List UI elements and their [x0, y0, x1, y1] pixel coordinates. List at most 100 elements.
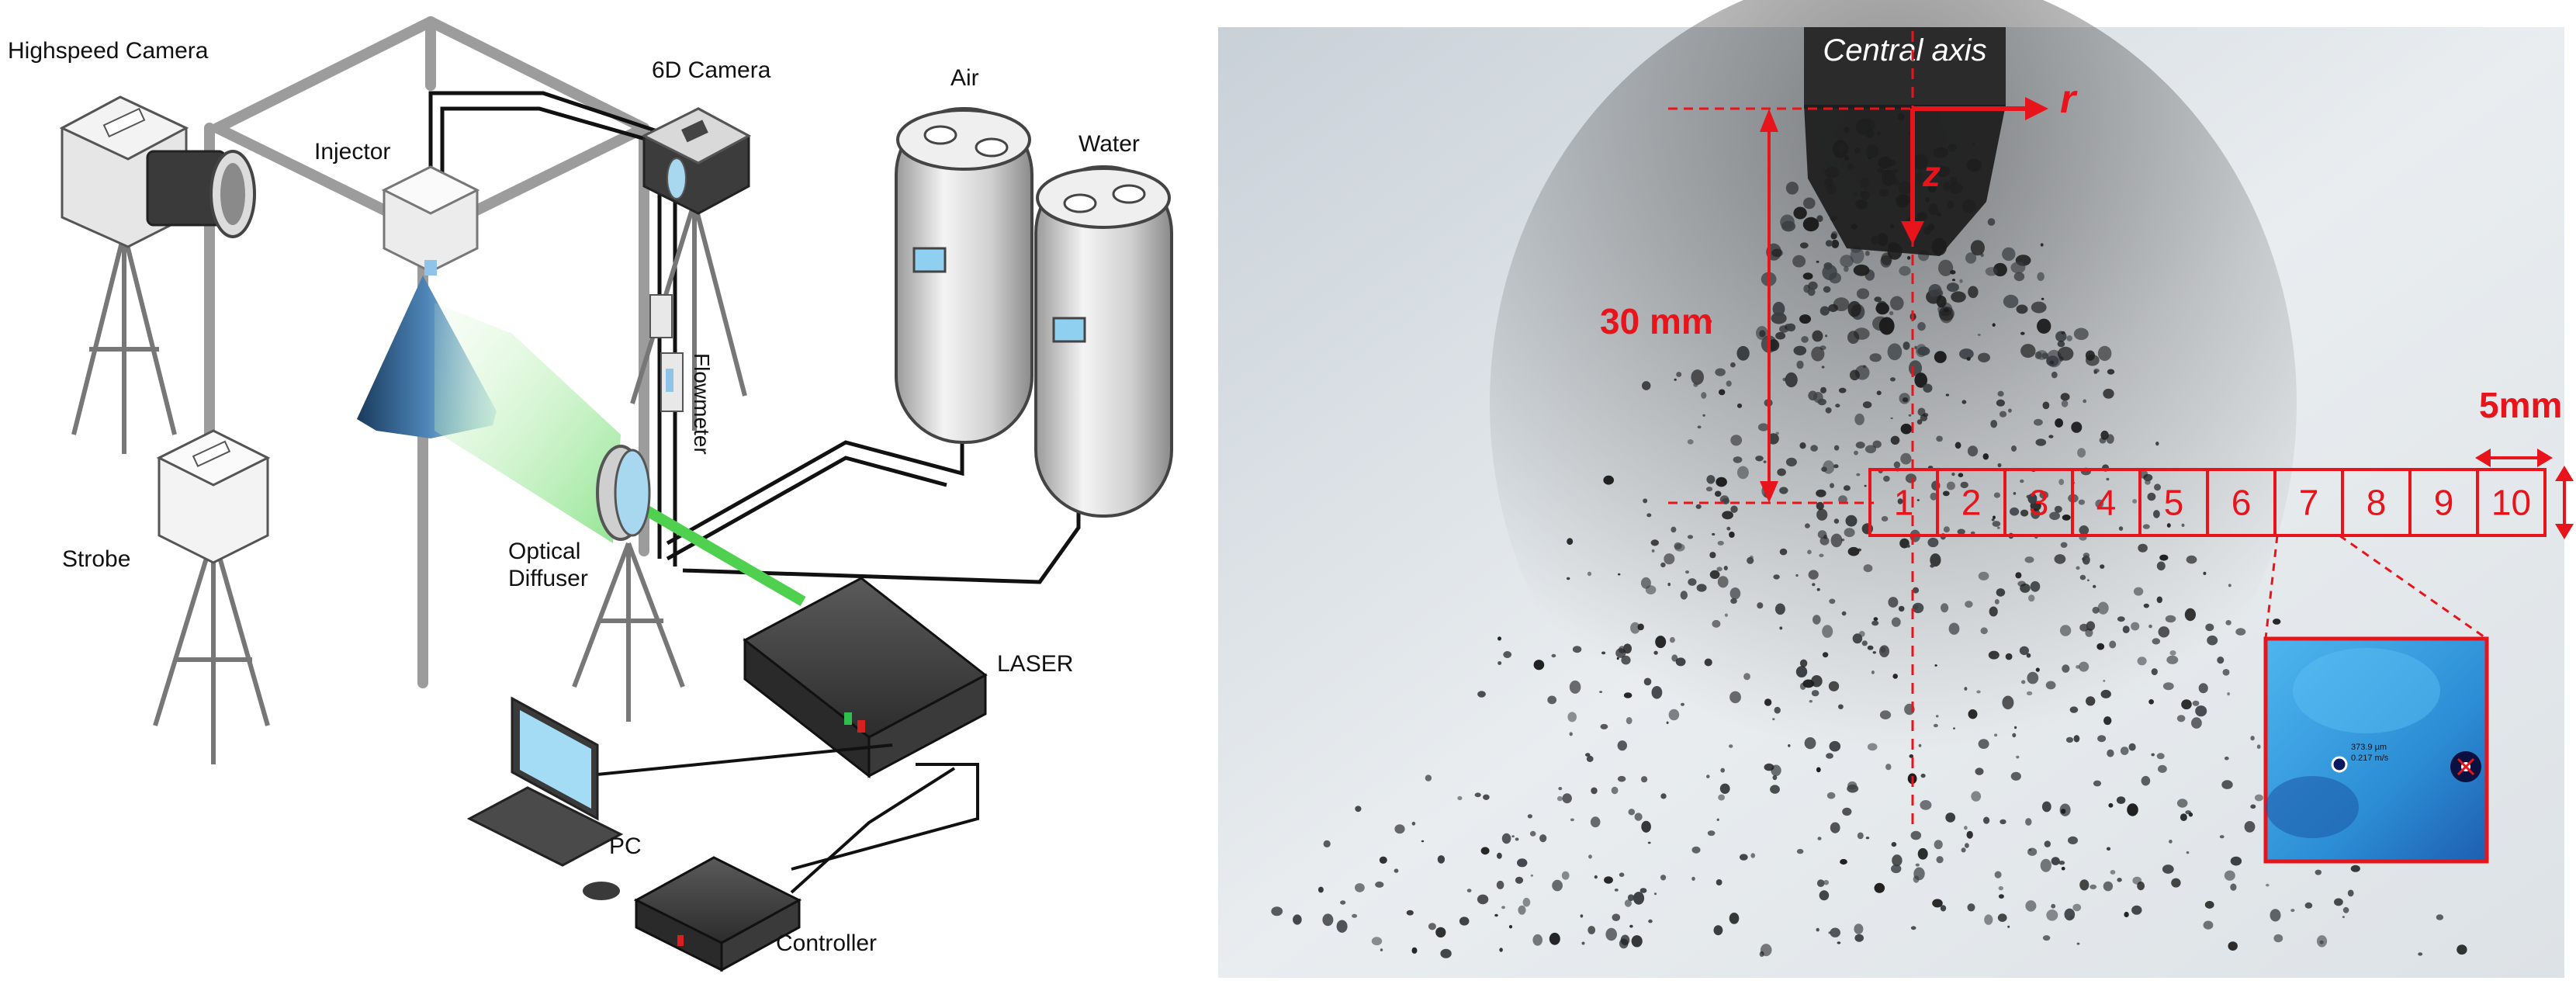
droplet	[1854, 923, 1864, 934]
droplet	[2195, 705, 2207, 717]
droplet	[1842, 807, 1852, 816]
droplet	[1785, 457, 1797, 467]
droplet	[1558, 787, 1563, 791]
zoom-lines	[2264, 534, 2488, 640]
droplet	[2079, 574, 2086, 580]
droplet	[1793, 206, 1807, 220]
droplet	[1965, 601, 1973, 608]
droplet	[2035, 438, 2047, 446]
droplet	[1681, 702, 1684, 706]
droplet	[1411, 947, 1418, 954]
droplet	[1801, 336, 1809, 343]
droplet	[1964, 687, 1968, 691]
droplet	[1688, 578, 1697, 586]
cell-label-5: 5	[2164, 483, 2184, 523]
droplet	[1936, 856, 1944, 864]
droplet	[1739, 854, 1748, 861]
droplet	[1817, 398, 1826, 406]
droplet	[1854, 934, 1864, 942]
droplet	[2156, 561, 2166, 571]
droplet	[2316, 935, 2328, 948]
droplet	[2169, 650, 2176, 656]
droplet	[1927, 537, 1939, 548]
droplet	[2003, 294, 2019, 308]
droplet	[1826, 753, 1833, 759]
controller-label: Controller	[776, 930, 877, 956]
droplet	[2151, 668, 2158, 676]
droplet	[1671, 526, 1677, 533]
droplet	[1772, 301, 1785, 317]
droplet	[1828, 303, 1838, 313]
droplet	[1861, 640, 1868, 646]
droplet	[2117, 616, 2125, 622]
droplet	[1898, 605, 1905, 612]
droplet	[2092, 606, 2100, 614]
droplet	[2010, 771, 2021, 781]
droplet	[1709, 570, 1720, 580]
droplet	[2037, 318, 2051, 334]
droplet	[2230, 883, 2237, 891]
droplet	[1687, 535, 1694, 539]
droplet	[1865, 837, 1870, 840]
droplet	[1816, 927, 1819, 932]
droplet	[2203, 571, 2207, 576]
droplet	[1411, 821, 1416, 826]
droplet	[2051, 371, 2058, 379]
droplet	[2031, 508, 2041, 519]
droplet	[1497, 661, 1502, 665]
droplet	[1457, 795, 1463, 801]
droplet	[1910, 926, 1916, 930]
droplet	[1730, 362, 1736, 368]
droplet	[1569, 680, 1581, 694]
droplet	[1996, 526, 2000, 529]
spray-plume	[1490, 0, 2297, 838]
flowmeter-label: Flowmeter	[690, 353, 714, 455]
droplet	[2040, 858, 2051, 872]
droplet	[2016, 755, 2020, 759]
droplet	[1994, 599, 2000, 605]
droplet	[1830, 822, 1840, 833]
droplet	[2035, 667, 2040, 672]
droplet	[1532, 934, 1542, 946]
droplet	[1830, 927, 1840, 937]
droplet	[1599, 691, 1603, 693]
droplet	[1619, 872, 1625, 877]
droplet	[1847, 300, 1861, 317]
droplet	[1838, 387, 1847, 393]
droplet	[1840, 858, 1847, 865]
droplet	[2085, 628, 2093, 637]
droplet	[1562, 793, 1572, 804]
droplet	[1869, 353, 1882, 362]
droplet	[2166, 523, 2171, 528]
droplet	[1355, 883, 1365, 892]
droplet	[1935, 715, 1939, 718]
droplet	[1867, 743, 1878, 751]
droplet	[1951, 279, 1956, 282]
droplet	[2116, 796, 2126, 804]
droplet	[1890, 296, 1904, 310]
droplet	[2156, 596, 2162, 604]
droplet	[1829, 740, 1841, 752]
droplet	[1918, 743, 1922, 747]
droplet	[2054, 505, 2062, 513]
droplet	[2122, 625, 2130, 633]
droplet	[2051, 903, 2056, 909]
droplet	[2143, 603, 2149, 608]
droplet	[1435, 927, 1446, 938]
droplet	[2176, 799, 2188, 808]
droplet	[1587, 926, 1596, 934]
droplet	[1804, 737, 1816, 750]
highspeed-camera-label: Highspeed Camera	[8, 38, 209, 64]
droplet	[2180, 813, 2187, 821]
droplet	[1477, 894, 1489, 905]
droplet	[1527, 814, 1532, 819]
droplet	[1855, 442, 1865, 449]
inset-velocity-text: 0.217 m/s	[2351, 754, 2389, 763]
droplet	[2138, 543, 2148, 553]
droplet	[2290, 909, 2295, 913]
cell-size-label: 5mm	[2479, 385, 2562, 425]
droplet	[1641, 776, 1648, 783]
droplet	[1707, 830, 1716, 837]
air-tank	[895, 107, 1034, 444]
